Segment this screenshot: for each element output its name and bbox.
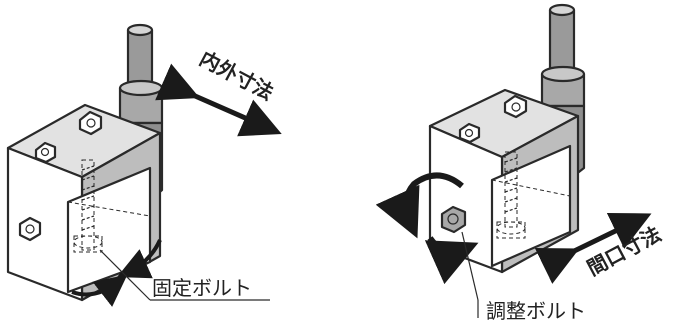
right-bracket-front xyxy=(428,124,504,274)
right-adjust-bolt-shaft xyxy=(496,151,526,239)
left-dimension-label: 内外寸法 xyxy=(196,46,278,105)
left-bolt-label: 固定ボルト xyxy=(152,276,252,300)
left-bracket-front xyxy=(6,146,84,302)
bolt-head-icon xyxy=(440,205,467,234)
right-bolt-leader xyxy=(461,231,479,301)
double-arrow-icon xyxy=(534,212,652,284)
double-arrow-icon xyxy=(155,63,282,137)
bolt-head-icon xyxy=(18,216,42,242)
right-bolt-label: 調整ボルト xyxy=(486,299,586,323)
rotation-arrow-icon xyxy=(424,236,479,285)
bolt-head-icon xyxy=(503,94,528,119)
right-bracket-assembly xyxy=(375,3,586,285)
rotation-arrow-icon xyxy=(375,172,464,239)
rotation-arrow-icon xyxy=(117,239,162,279)
left-fixing-bolt xyxy=(73,159,103,253)
bolt-head-icon xyxy=(78,110,103,136)
left-bracket-assembly xyxy=(6,23,164,307)
left-bolt-leader xyxy=(99,249,151,301)
rotation-arrow-icon xyxy=(71,274,128,307)
right-dimension-label: 間口寸法 xyxy=(583,222,665,281)
